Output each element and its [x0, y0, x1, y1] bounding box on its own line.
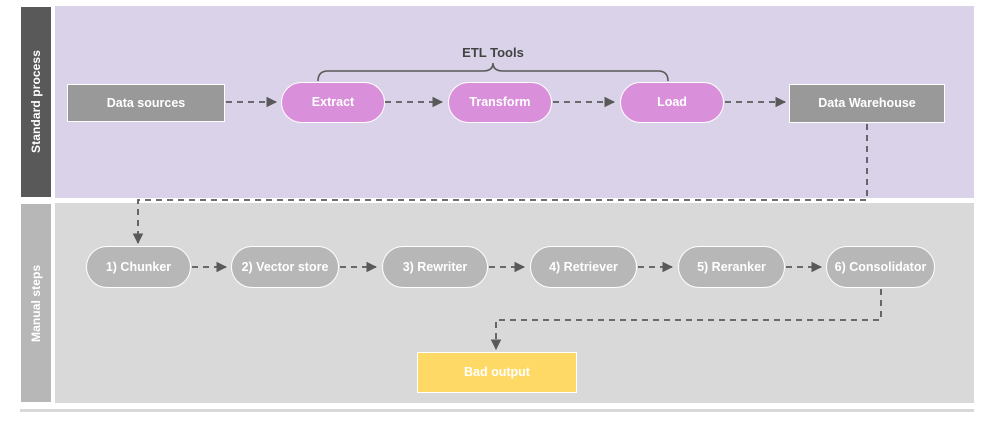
node-bad-output[interactable]: Bad output	[417, 352, 577, 393]
lane-manual-steps-label: Manual steps	[20, 203, 52, 403]
node-consolidator[interactable]: 6) Consolidator	[826, 246, 935, 288]
node-data-warehouse[interactable]: Data Warehouse	[789, 84, 945, 123]
node-chunker-label: 1) Chunker	[105, 259, 172, 274]
node-load[interactable]: Load	[620, 82, 724, 123]
node-bad-output-label: Bad output	[464, 365, 530, 380]
node-vector-store[interactable]: 2) Vector store	[231, 246, 339, 288]
node-transform[interactable]: Transform	[448, 82, 552, 123]
node-extract[interactable]: Extract	[281, 82, 385, 123]
node-rewriter[interactable]: 3) Rewriter	[382, 246, 488, 288]
etl-tools-label: ETL Tools	[462, 45, 524, 60]
node-data-sources[interactable]: Data sources	[67, 84, 225, 122]
node-transform-label: Transform	[469, 95, 531, 110]
lane-standard-process-label: Standard process	[20, 6, 52, 198]
node-retriever[interactable]: 4) Retriever	[530, 246, 637, 288]
node-chunker[interactable]: 1) Chunker	[86, 246, 191, 288]
node-rewriter-label: 3) Rewriter	[402, 259, 468, 274]
node-retriever-label: 4) Retriever	[549, 259, 618, 274]
node-reranker[interactable]: 5) Reranker	[678, 246, 785, 288]
node-extract-label: Extract	[311, 95, 355, 110]
node-vector-store-label: 2) Vector store	[241, 259, 329, 274]
node-reranker-label: 5) Reranker	[697, 259, 766, 274]
node-consolidator-label: 6) Consolidator	[834, 259, 927, 274]
node-load-label: Load	[657, 95, 687, 110]
node-data-sources-label: Data sources	[106, 95, 186, 110]
bottom-divider	[20, 409, 974, 412]
node-data-warehouse-label: Data Warehouse	[818, 96, 916, 111]
